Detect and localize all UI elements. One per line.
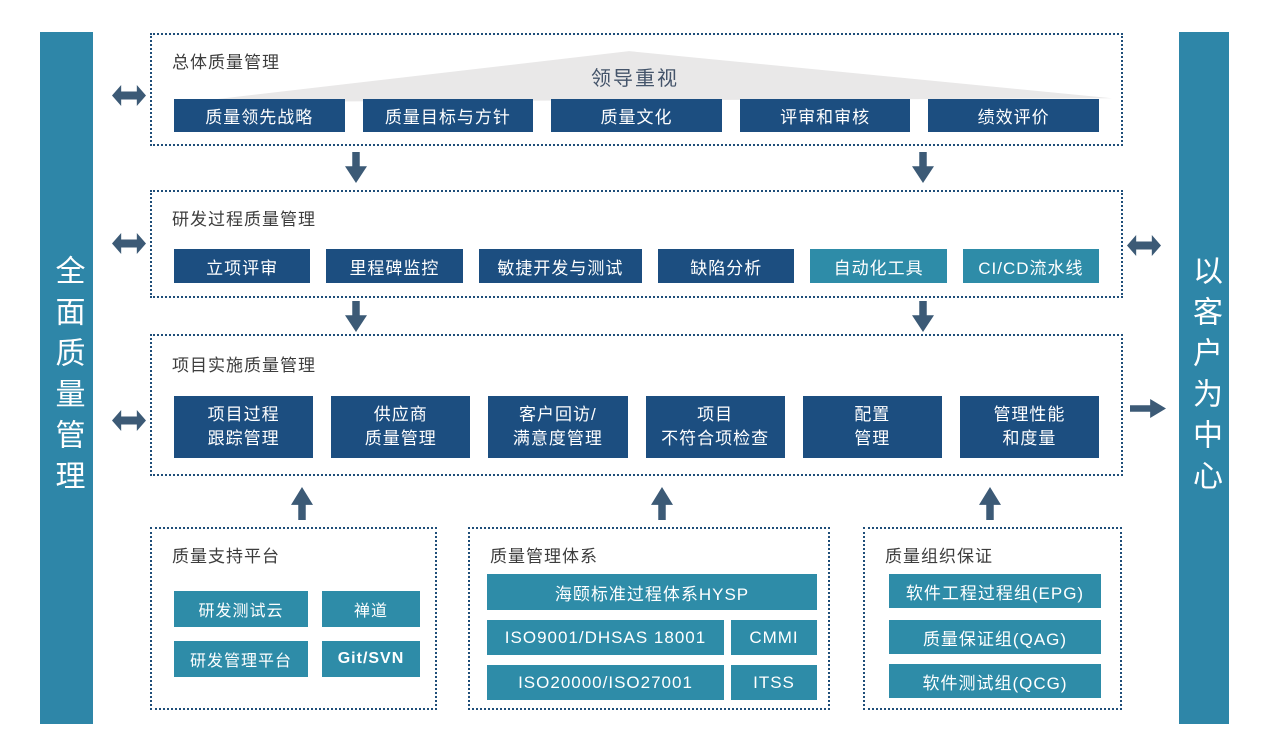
leadership-banner-label: 领导重视	[591, 68, 679, 90]
panel-title: 质量支持平台	[172, 547, 280, 566]
arrow-right-icon	[1130, 399, 1166, 418]
diagram-box-item: 海颐标准过程体系HYSP	[487, 574, 817, 610]
diagram-box-item: 绩效评价	[928, 99, 1099, 132]
diagram-box-item: 配置 管理	[802, 396, 942, 458]
arrow-down-icon	[345, 152, 367, 183]
arrow-down-icon	[912, 301, 934, 332]
diagram-box-item: 自动化工具	[810, 249, 947, 283]
panel-title: 项目实施质量管理	[172, 356, 316, 375]
right-banner-label: 以客户为中心	[1188, 255, 1221, 501]
right-vertical-banner: 以客户为中心	[1179, 32, 1229, 724]
arrow-down-icon	[912, 152, 934, 183]
diagram-box-item: 禅道	[322, 591, 420, 627]
panel-overall-quality: 总体质量管理 领导重视 质量领先战略 质量目标与方针 质量文化 评审和审核 绩效…	[150, 33, 1123, 146]
arrow-left-right-icon	[112, 233, 146, 254]
diagram-box-item: 敏捷开发与测试	[478, 249, 643, 283]
diagram-box-item: 项目过程 跟踪管理	[174, 396, 314, 458]
diagram-box-item: CI/CD流水线	[962, 249, 1100, 283]
left-vertical-banner: 全面质量管理	[40, 32, 93, 724]
diagram-box-item: ISO9001/DHSAS 18001	[487, 620, 724, 655]
panel-quality-organization: 质量组织保证 软件工程过程组(EPG) 质量保证组(QAG) 软件测试组(QCG…	[863, 527, 1122, 710]
panel-rd-process-quality: 研发过程质量管理 立项评审 里程碑监控 敏捷开发与测试 缺陷分析 自动化工具 C…	[150, 190, 1123, 298]
diagram-box-item: 立项评审	[174, 249, 311, 283]
diagram-box-item: 供应商 质量管理	[331, 396, 471, 458]
diagram-box-item: ITSS	[731, 665, 817, 700]
panel-quality-system: 质量管理体系 海颐标准过程体系HYSP ISO9001/DHSAS 18001 …	[468, 527, 830, 710]
diagram-box-item: 研发测试云	[174, 591, 308, 627]
diagram-box-item: 缺陷分析	[658, 249, 795, 283]
diagram-box-item: 质量文化	[551, 99, 722, 132]
left-banner-label: 全面质量管理	[50, 255, 84, 501]
diagram-box-item: 里程碑监控	[326, 249, 463, 283]
diagram-box-item: 质量目标与方针	[362, 99, 534, 132]
panel-quality-platform: 质量支持平台 研发测试云 禅道 研发管理平台 Git/SVN	[150, 527, 437, 710]
arrow-down-icon	[345, 301, 367, 332]
diagram-box-item: 客户回访/ 满意度管理	[488, 396, 628, 458]
arrow-up-icon	[291, 487, 313, 520]
diagram-box-item: 研发管理平台	[174, 641, 308, 677]
diagram-box-item: 质量领先战略	[174, 99, 345, 132]
arrow-left-right-icon	[112, 410, 146, 431]
diagram-box-item: 评审和审核	[739, 99, 911, 132]
arrow-up-icon	[651, 487, 673, 520]
diagram-box-item: 软件测试组(QCG)	[889, 664, 1101, 698]
diagram-box-item: 质量保证组(QAG)	[889, 620, 1101, 654]
diagram-box-item: CMMI	[731, 620, 817, 655]
panel-project-quality: 项目实施质量管理 项目过程 跟踪管理 供应商 质量管理 客户回访/ 满意度管理 …	[150, 334, 1123, 476]
diagram-box-item: 软件工程过程组(EPG)	[889, 574, 1101, 608]
arrow-left-right-icon	[112, 85, 146, 106]
panel-title: 研发过程质量管理	[172, 210, 316, 229]
panel-title: 总体质量管理	[172, 53, 280, 72]
panel-title: 质量组织保证	[885, 547, 993, 566]
panel-title: 质量管理体系	[490, 547, 598, 566]
diagram-box-item: 管理性能 和度量	[959, 396, 1100, 458]
diagram-box-item: ISO20000/ISO27001	[487, 665, 724, 700]
arrow-left-right-icon	[1127, 235, 1161, 256]
diagram-box-item: Git/SVN	[322, 641, 420, 677]
diagram-box-item: 项目 不符合项检查	[645, 396, 785, 458]
arrow-up-icon	[979, 487, 1001, 520]
